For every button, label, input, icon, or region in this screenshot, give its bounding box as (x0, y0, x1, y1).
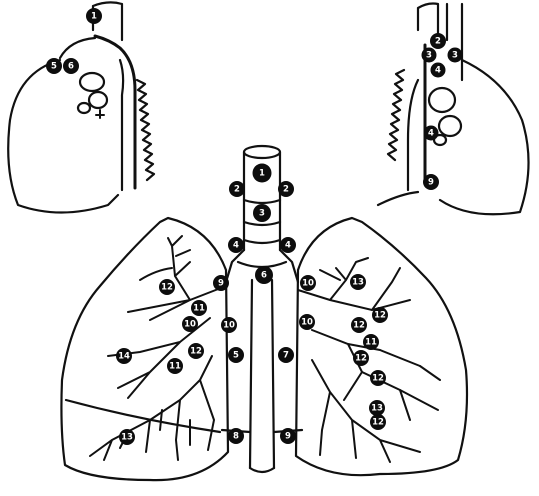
svg-text:11: 11 (365, 338, 377, 348)
svg-text:11: 11 (193, 304, 205, 314)
marker-9: 8 (228, 428, 244, 444)
right-view-marker-6: 9 (423, 174, 439, 190)
right-view-marker-2: 3 (448, 48, 463, 63)
right-view-marker-0: 2 (430, 33, 446, 49)
marker-8: 7 (278, 347, 294, 363)
marker-13: 10 (221, 317, 237, 333)
marker-10: 9 (280, 428, 296, 444)
svg-text:13: 13 (371, 404, 383, 414)
svg-text:12: 12 (161, 283, 173, 293)
marker-23: 12 (370, 370, 386, 386)
marker-15: 10 (182, 316, 198, 332)
svg-text:6: 6 (68, 62, 74, 72)
svg-text:9: 9 (428, 178, 434, 188)
svg-text:9: 9 (285, 432, 291, 442)
svg-text:5: 5 (233, 351, 239, 361)
svg-text:12: 12 (355, 354, 367, 364)
svg-text:10: 10 (302, 279, 314, 289)
left-lung (296, 218, 467, 475)
marker-31: 14 (116, 348, 132, 364)
marker-1: 2 (229, 181, 245, 197)
left-view-marker-0: 1 (86, 8, 102, 24)
svg-text:1: 1 (259, 169, 265, 179)
svg-text:4: 4 (285, 241, 291, 251)
svg-text:10: 10 (223, 321, 235, 331)
marker-11: 9 (213, 275, 229, 291)
marker-26: 13 (119, 429, 135, 445)
svg-text:2: 2 (435, 37, 441, 47)
marker-28: 13 (369, 400, 385, 416)
svg-text:12: 12 (190, 347, 202, 357)
svg-text:2: 2 (283, 185, 289, 195)
svg-text:1: 1 (91, 12, 97, 22)
marker-6: 5 (228, 347, 244, 363)
right-lateral-view (378, 4, 529, 215)
marker-12: 10 (300, 275, 316, 291)
marker-25: 12 (159, 279, 175, 295)
right-view-marker-3: 4 (431, 63, 446, 78)
svg-text:12: 12 (353, 321, 365, 331)
marker-21: 12 (372, 307, 388, 323)
svg-text:10: 10 (184, 320, 196, 330)
marker-14: 10 (299, 314, 315, 330)
svg-text:8: 8 (233, 432, 239, 442)
svg-text:2: 2 (234, 185, 240, 195)
right-view-marker-1: 3 (422, 48, 437, 63)
marker-3: 3 (253, 204, 271, 222)
svg-text:4: 4 (233, 241, 239, 251)
marker-7: 6 (255, 266, 273, 284)
marker-0: 1 (253, 164, 272, 183)
svg-text:4: 4 (435, 66, 441, 76)
marker-19: 12 (188, 343, 204, 359)
svg-text:14: 14 (118, 352, 130, 362)
left-lateral-view (8, 2, 154, 212)
marker-22: 12 (353, 350, 369, 366)
svg-text:3: 3 (452, 51, 458, 61)
svg-text:3: 3 (426, 51, 432, 61)
svg-text:11: 11 (169, 362, 181, 372)
marker-27: 13 (350, 274, 366, 290)
svg-text:12: 12 (372, 374, 384, 384)
left-view-marker-1: 5 (46, 58, 62, 74)
svg-text:7: 7 (283, 351, 289, 361)
marker-5: 4 (280, 237, 296, 253)
svg-text:3: 3 (259, 209, 265, 219)
svg-text:13: 13 (121, 433, 133, 443)
svg-text:4: 4 (428, 129, 434, 139)
marker-4: 4 (228, 237, 244, 253)
marker-16: 11 (167, 358, 183, 374)
svg-text:12: 12 (374, 311, 386, 321)
svg-text:13: 13 (352, 278, 364, 288)
svg-text:9: 9 (218, 279, 224, 289)
marker-24: 12 (370, 414, 386, 430)
marker-17: 11 (363, 334, 379, 350)
marker-18: 11 (191, 300, 207, 316)
right-view-marker-4: 4 (424, 126, 439, 141)
svg-text:6: 6 (261, 271, 267, 281)
left-view-marker-2: 6 (63, 58, 79, 74)
marker-20: 12 (351, 317, 367, 333)
svg-text:12: 12 (372, 418, 384, 428)
svg-text:10: 10 (301, 318, 313, 328)
marker-2: 2 (278, 181, 294, 197)
svg-text:5: 5 (51, 62, 57, 72)
